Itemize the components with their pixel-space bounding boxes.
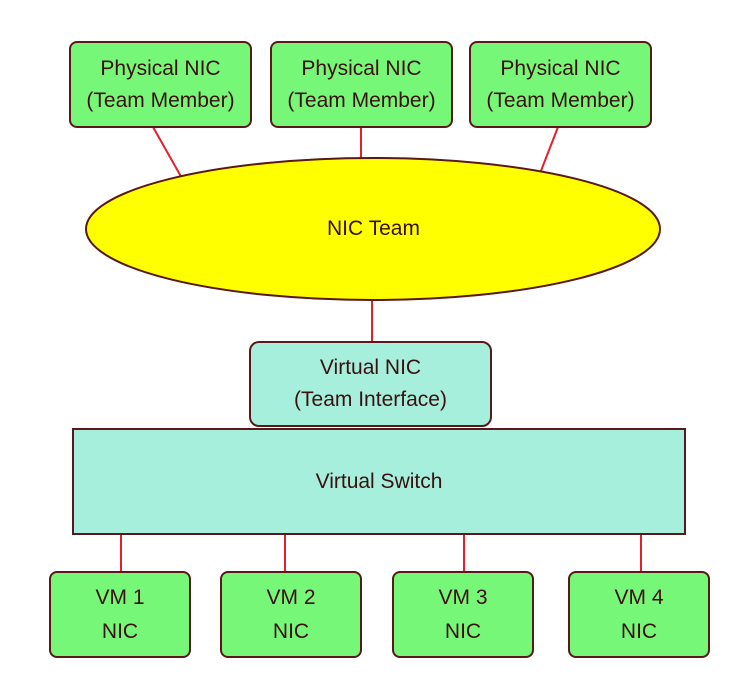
vm-nic-title: VM 1 <box>95 585 145 609</box>
virtual-switch: Virtual Switch <box>72 428 686 535</box>
virtual-nic-subtitle: (Team Interface) <box>294 388 447 411</box>
vm-nic-title: VM 2 <box>266 585 316 609</box>
physical-nic-subtitle: (Team Member) <box>86 88 235 112</box>
vm-nic-subtitle: NIC <box>101 619 139 643</box>
nic-team-label: NIC Team <box>327 217 420 240</box>
connector-pnic3-team <box>538 126 559 177</box>
physical-nic-title: Physical NIC <box>301 56 422 80</box>
virtual-nic-team-interface: Virtual NIC (Team Interface) <box>249 341 492 427</box>
physical-nic-subtitle: (Team Member) <box>486 88 635 112</box>
connector-pnic1-team <box>152 126 184 181</box>
physical-nic-title: Physical NIC <box>500 56 621 80</box>
physical-nic-2: Physical NIC (Team Member) <box>270 41 453 128</box>
vm-nic-title: VM 3 <box>438 585 488 609</box>
physical-nic-title: Physical NIC <box>100 56 221 80</box>
vm-2-nic: VM 2 NIC <box>220 571 362 658</box>
virtual-nic-title: Virtual NIC <box>319 356 422 379</box>
vm-nic-title: VM 4 <box>614 585 664 609</box>
vm-nic-subtitle: NIC <box>272 619 310 643</box>
physical-nic-1: Physical NIC (Team Member) <box>69 41 252 128</box>
physical-nic-3: Physical NIC (Team Member) <box>469 41 652 128</box>
physical-nic-subtitle: (Team Member) <box>287 88 436 112</box>
nic-team-ellipse <box>85 157 661 301</box>
vm-4-nic: VM 4 NIC <box>568 571 710 658</box>
vm-nic-subtitle: NIC <box>620 619 658 643</box>
vm-1-nic: VM 1 NIC <box>49 571 191 658</box>
vm-nic-subtitle: NIC <box>444 619 482 643</box>
vm-3-nic: VM 3 NIC <box>392 571 534 658</box>
virtual-switch-label: Virtual Switch <box>315 469 443 493</box>
